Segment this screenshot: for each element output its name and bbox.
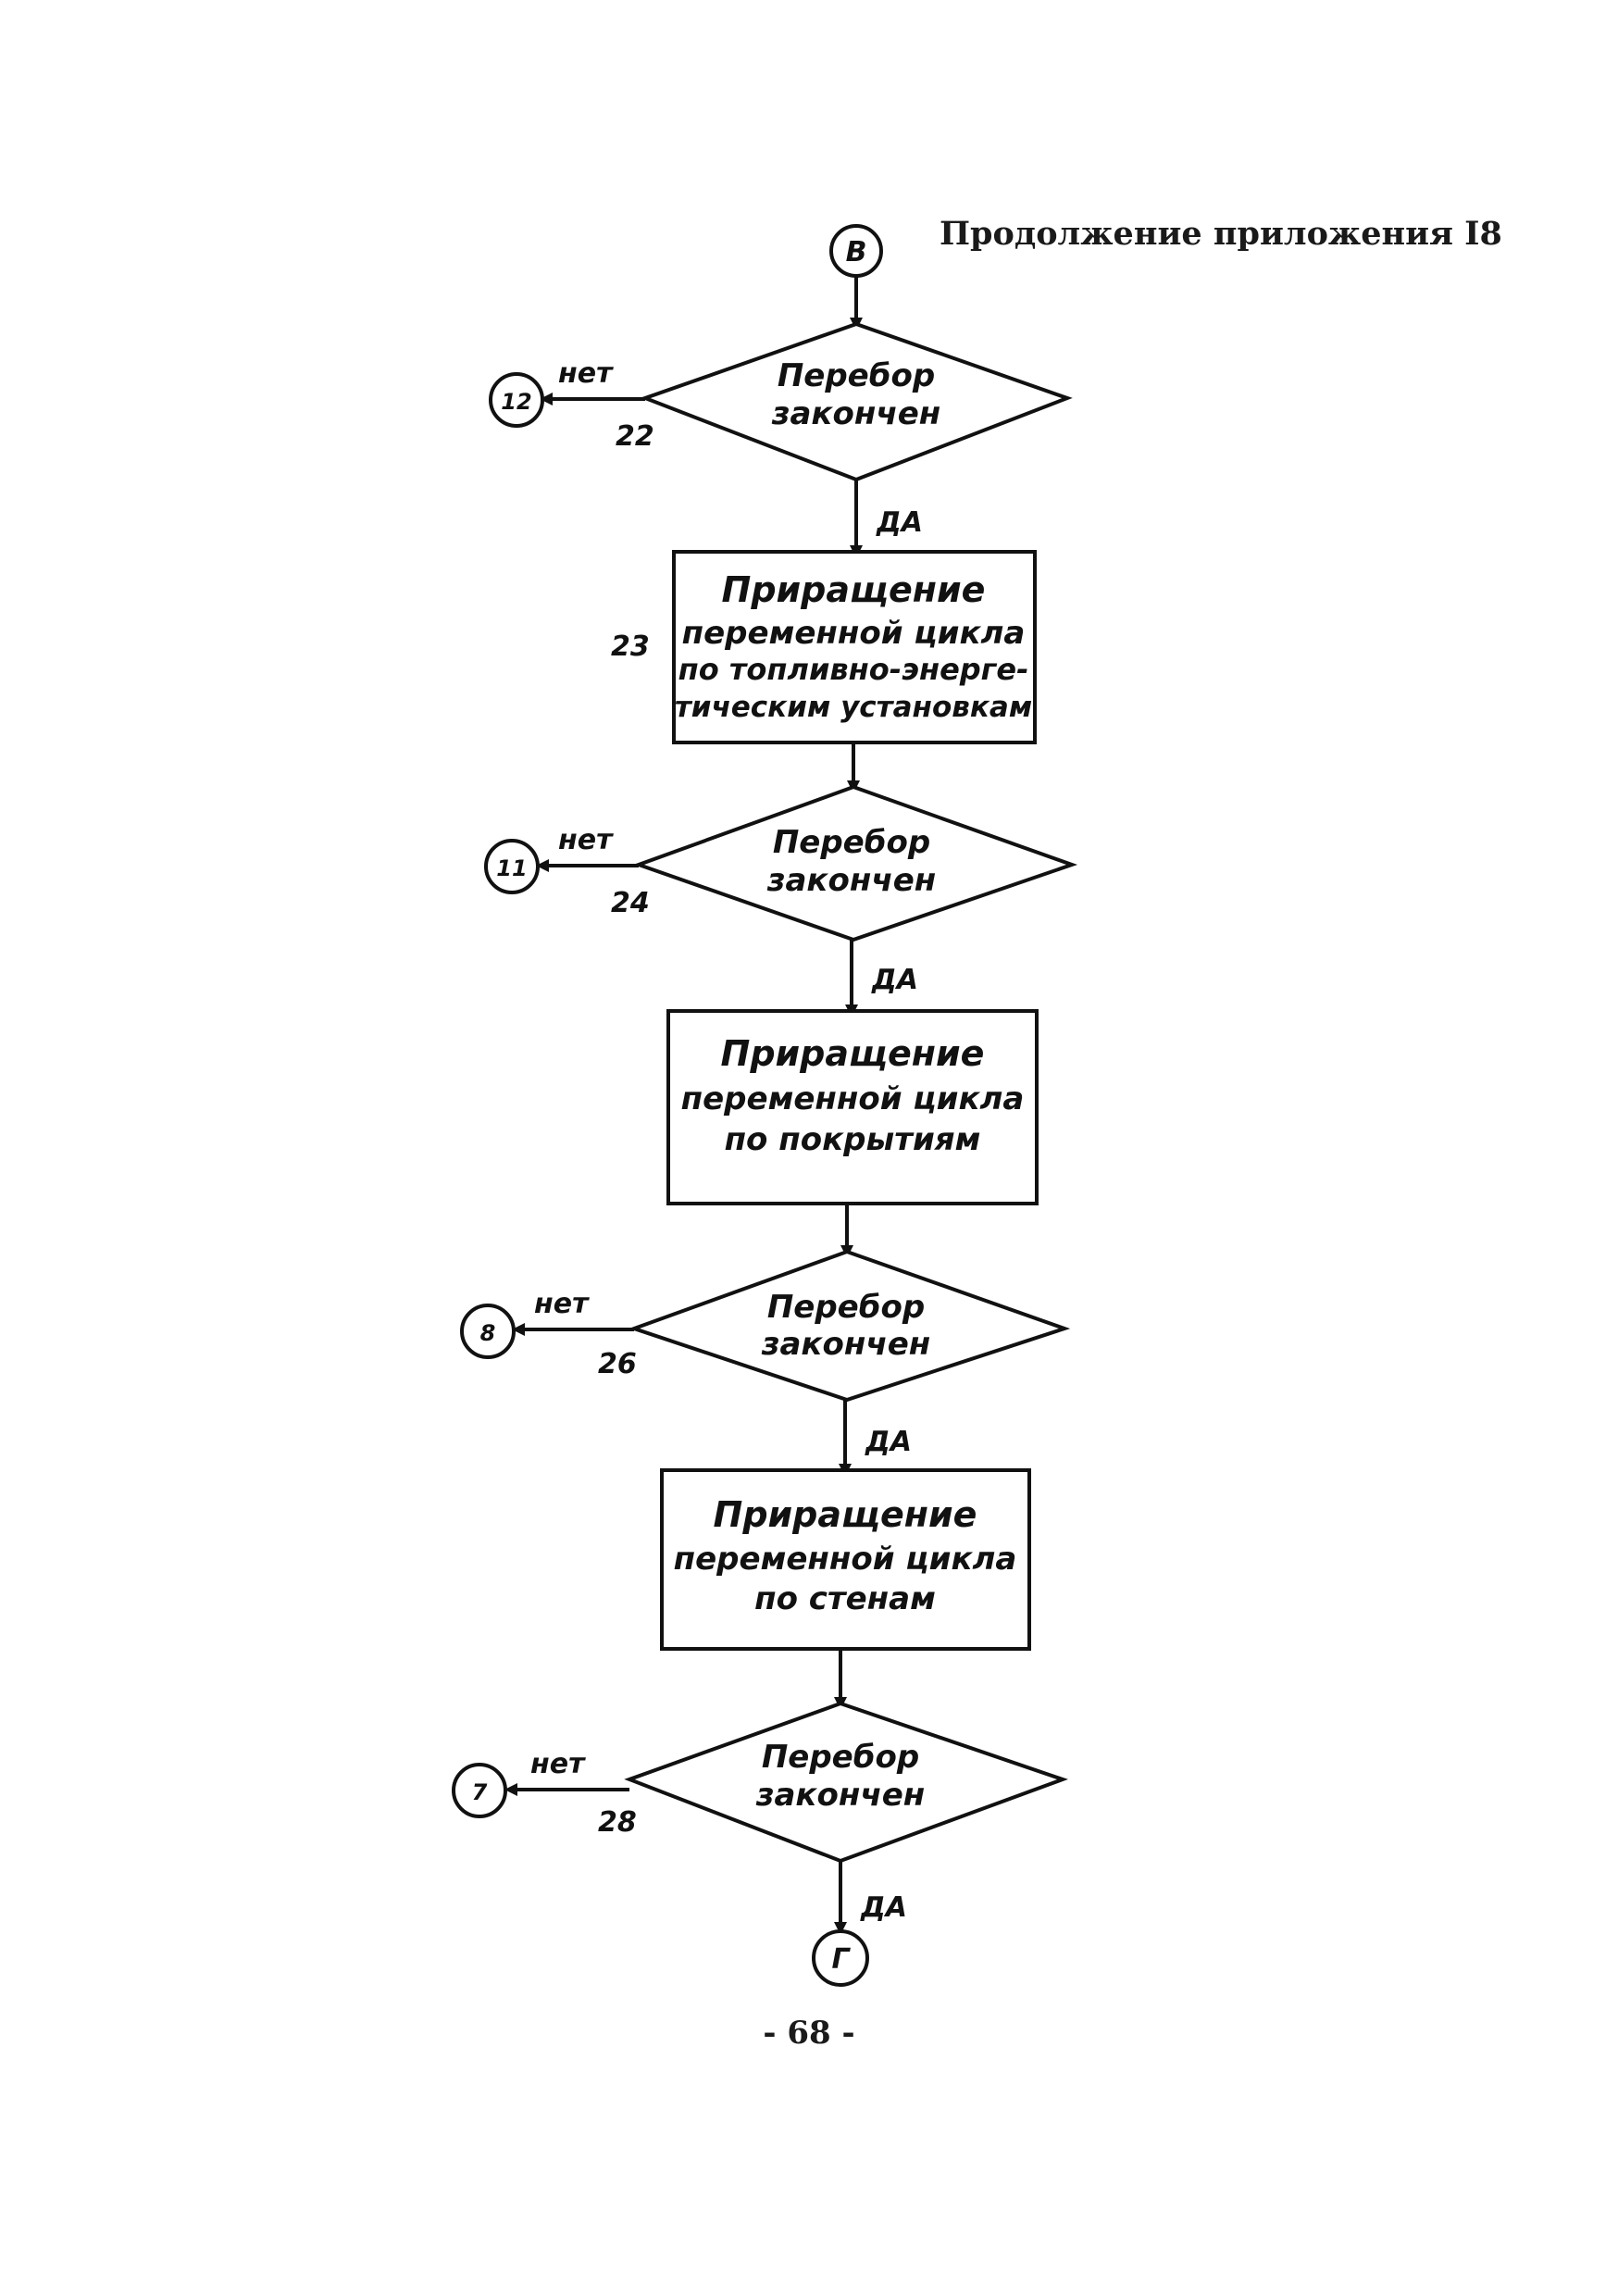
decision-28: Перебор закончен 28 нет 7 ДА xyxy=(452,1701,1068,1924)
decision-28-no-target: 7 xyxy=(472,1779,488,1805)
decision-24-diamond xyxy=(633,784,1078,942)
bottom-connector-circle xyxy=(812,1929,869,1987)
process-23: Приращение переменной цикла по топливно-… xyxy=(611,550,1037,744)
process-covering-line-3: по покрытиям xyxy=(725,1121,981,1158)
process-walls-line-1: Приращение xyxy=(714,1494,977,1535)
bottom-connector-label: Г xyxy=(831,1943,851,1976)
process-23-number: 23 xyxy=(611,630,650,663)
decision-24-line-2: закончен xyxy=(766,862,937,899)
decision-26-no-label: нет xyxy=(534,1288,590,1320)
decision-22-no-label: нет xyxy=(558,357,614,390)
decision-26-line-2: закончен xyxy=(761,1326,931,1363)
top-connector-label: В xyxy=(846,236,867,268)
decision-22-line-1: Перебор xyxy=(778,357,935,394)
decision-28-line-1: Перебор xyxy=(762,1739,919,1776)
process-walls-box xyxy=(660,1468,1031,1651)
decision-26: Перебор закончен 26 нет 8 ДА xyxy=(460,1249,1071,1458)
process-covering-box xyxy=(666,1009,1039,1205)
process-covering-line-2: переменной цикла xyxy=(681,1080,1025,1117)
process-walls-line-3: по стенам xyxy=(754,1580,936,1617)
decision-22-yes-label: ДА xyxy=(876,506,923,539)
decision-28-diamond xyxy=(624,1701,1068,1864)
decision-24-no-target: 11 xyxy=(496,855,527,881)
decision-26-no-target: 8 xyxy=(480,1320,496,1346)
process-covering: Приращение переменной цикла по покрытиям xyxy=(666,1009,1039,1205)
process-walls-line-2: переменной цикла xyxy=(674,1541,1017,1578)
process-23-line-2: переменной цикла xyxy=(682,615,1026,652)
decision-24-line-1: Перебор xyxy=(773,824,930,861)
process-23-line-4: тическим установкам xyxy=(675,691,1032,724)
process-covering-line-1: Приращение xyxy=(721,1033,985,1074)
decision-24-no-label: нет xyxy=(558,824,614,856)
bottom-connector: Г xyxy=(812,1929,869,1987)
decision-24-number: 24 xyxy=(611,887,650,919)
decision-28-no-label: нет xyxy=(530,1748,586,1780)
decision-22-number: 22 xyxy=(616,420,654,453)
process-23-box xyxy=(672,550,1037,744)
top-connector: В xyxy=(829,224,883,278)
main-flow-lines xyxy=(834,275,863,1935)
decision-28-line-2: закончен xyxy=(755,1777,926,1814)
page-number: - 68 - xyxy=(763,2015,855,2052)
decision-22-line-2: закончен xyxy=(771,395,941,432)
decision-28-yes-label: ДА xyxy=(860,1891,907,1924)
top-connector-circle xyxy=(829,224,883,278)
decision-26-number: 26 xyxy=(598,1348,637,1380)
decision-22: Перебор закончен 22 нет 12 ДА xyxy=(489,321,1073,539)
process-23-line-1: Приращение xyxy=(722,569,986,610)
process-walls: Приращение переменной цикла по стенам xyxy=(660,1468,1031,1651)
process-23-line-3: по топливно-энерге- xyxy=(678,652,1029,687)
decision-22-no-connector xyxy=(489,372,544,428)
decision-24-yes-label: ДА xyxy=(871,964,918,996)
decision-24: Перебор закончен 24 нет 11 ДА xyxy=(484,784,1078,996)
decision-28-number: 28 xyxy=(598,1806,637,1839)
decision-26-no-connector xyxy=(460,1304,516,1359)
decision-28-no-connector xyxy=(452,1763,507,1818)
decision-24-no-connector xyxy=(484,839,540,894)
decision-22-diamond xyxy=(640,321,1073,482)
decision-26-line-1: Перебор xyxy=(767,1289,925,1326)
decision-26-diamond xyxy=(628,1249,1071,1403)
decision-26-yes-label: ДА xyxy=(865,1426,912,1458)
page-header: Продолжение приложения I8 xyxy=(940,215,1502,253)
decision-22-no-target: 12 xyxy=(501,389,531,415)
